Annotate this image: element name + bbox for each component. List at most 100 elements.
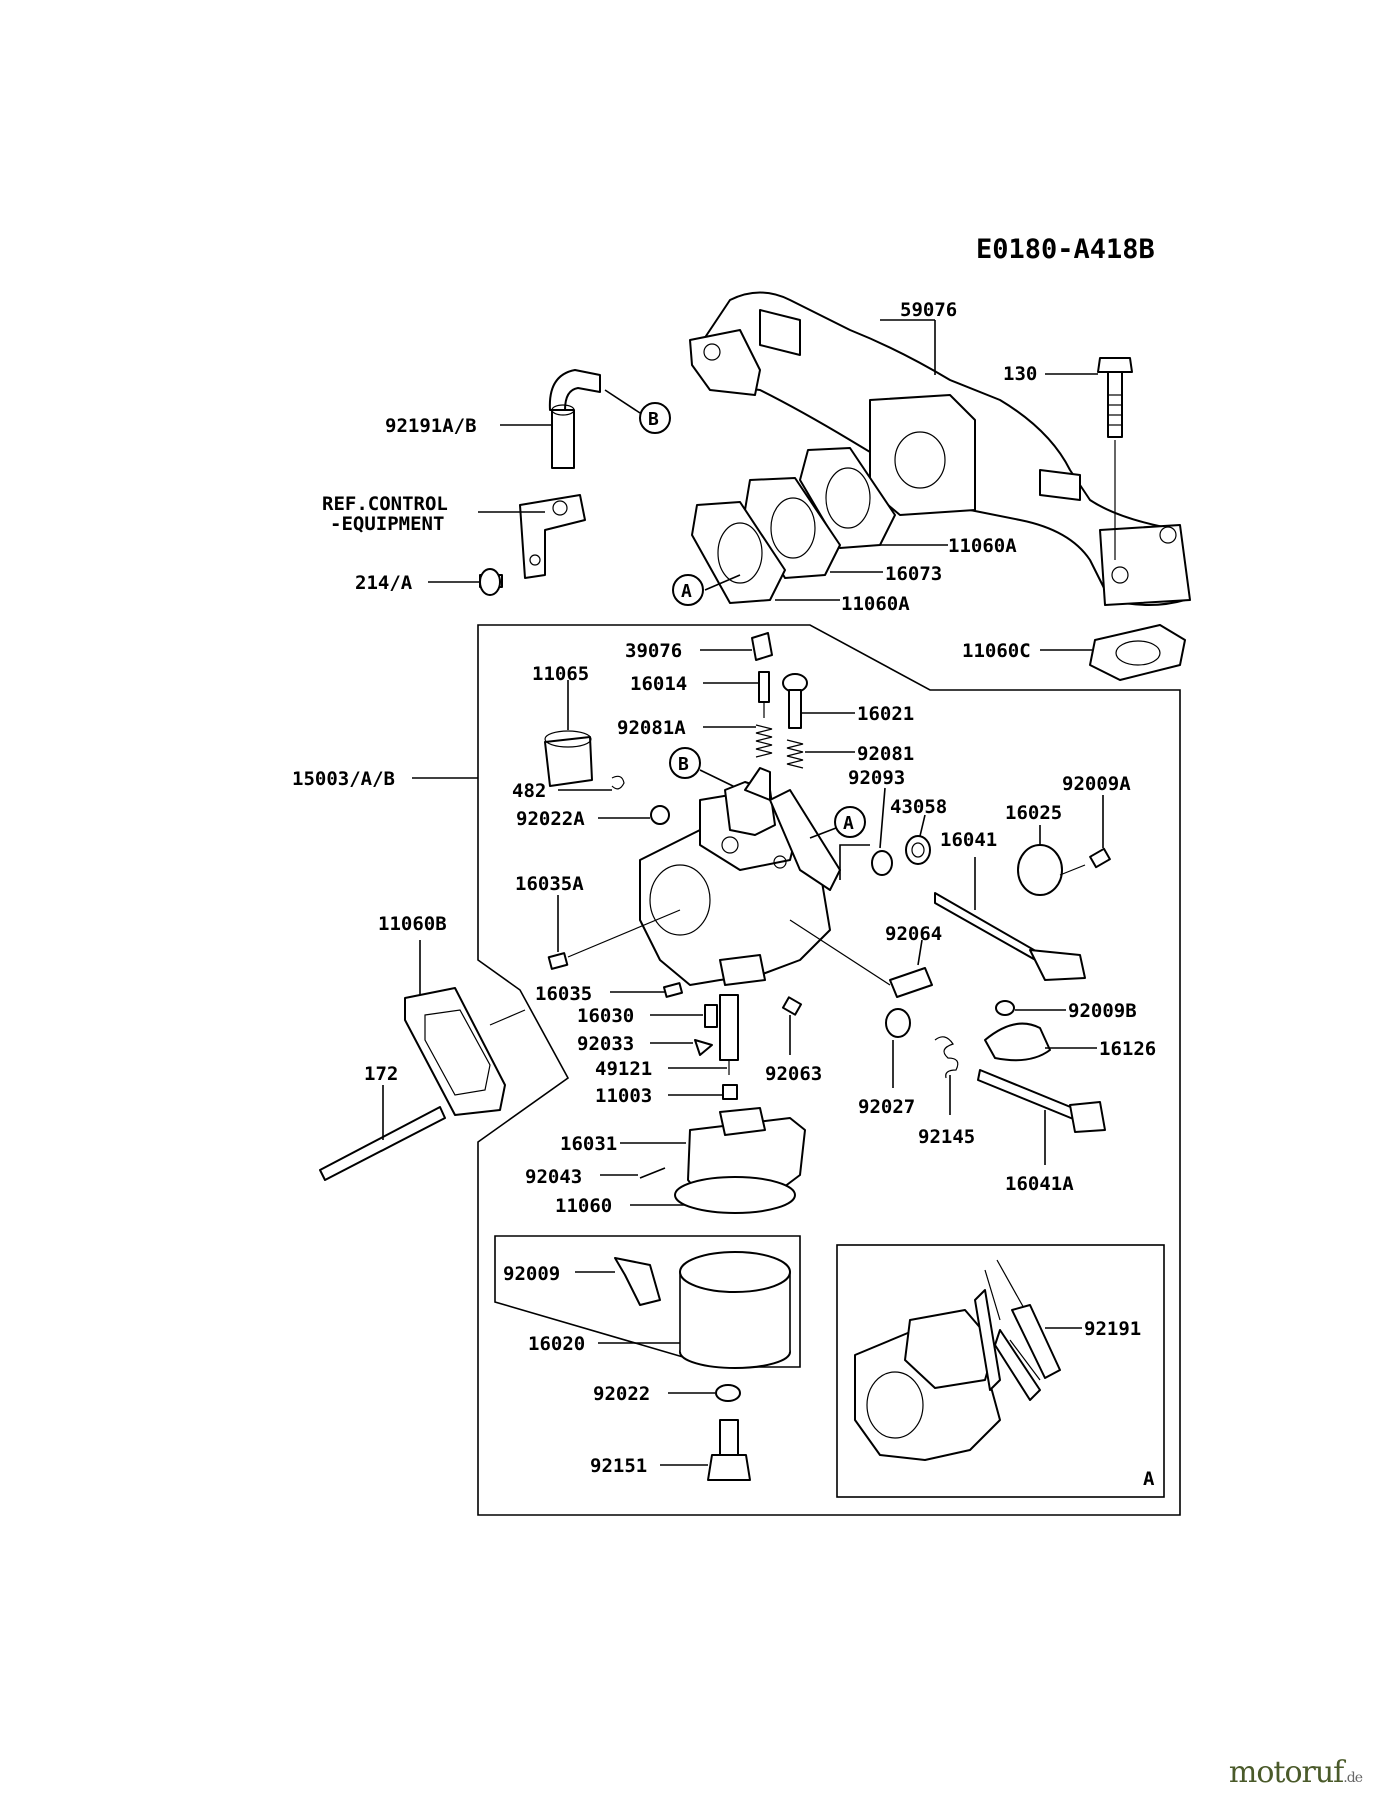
label-16035: 16035 [535,983,592,1005]
label-16031: 16031 [560,1133,617,1155]
shaft-16041a [977,1069,1106,1133]
bolt-92151 [707,1419,751,1481]
leader-a-carb-2 [839,844,870,880]
inset-detail-box [836,1244,1165,1498]
label-ref-control: REF.CONTROL [322,493,448,515]
screw-92063 [781,996,803,1016]
label-92043: 92043 [525,1166,582,1188]
label-49121: 49121 [595,1058,652,1080]
label-16025: 16025 [1005,802,1062,824]
callout-a-top: A [672,574,704,606]
part-11003 [722,1084,738,1100]
gap-mark-11060b [489,1009,526,1026]
label-16041: 16041 [940,829,997,851]
jet-16035a [547,952,569,970]
shaft-16041 [934,892,1086,981]
label-59076: 59076 [900,299,957,321]
label-11065: 11065 [532,663,589,685]
fuel-pipe-92191a [548,369,601,469]
part-43058 [905,835,931,865]
label-16021: 16021 [857,703,914,725]
gasket-11060 [674,1176,796,1214]
part-92027 [885,1008,911,1038]
svg-text:B: B [648,409,659,430]
label-11060A-2: 11060A [841,593,910,615]
part-16021 [782,673,808,729]
part-11065 [544,730,593,787]
label-130: 130 [1003,363,1037,385]
clip-482 [611,775,625,790]
gasket-11060c [1089,624,1186,681]
label-92064: 92064 [885,923,942,945]
spring-92081a [755,724,773,758]
diagram-code: E0180-A418B [976,234,1155,265]
washer-92022 [715,1384,741,1402]
label-92145: 92145 [918,1126,975,1148]
label-16041a: 16041A [1005,1173,1074,1195]
spring-92081 [786,739,804,769]
label-92081a: 92081A [617,717,686,739]
label-ref-equipment: -EQUIPMENT [330,513,444,535]
site-watermark: motoruf.de [1228,1755,1363,1790]
part-92033 [694,1039,713,1056]
bracket [519,494,586,579]
label-92093: 92093 [848,767,905,789]
part-16030 [704,1004,718,1028]
label-92191ab: 92191A/B [385,415,477,437]
label-16020: 16020 [528,1333,585,1355]
label-11060C: 11060C [962,640,1031,662]
plate-16126 [984,1022,1051,1062]
leader-b-lower [699,769,736,788]
label-43058: 43058 [890,796,947,818]
guide-92009a [1059,864,1086,876]
label-11003: 11003 [595,1085,652,1107]
screw-214a [479,568,503,596]
bolt-130 [1097,357,1133,560]
guide-16035a [567,909,681,958]
svg-text:A: A [843,813,854,834]
washer-92022a [650,805,670,825]
pin-92043 [639,1167,666,1179]
label-15003ab: 15003/A/B [292,768,395,790]
inset-carburetor [854,1259,1041,1461]
guide-92064 [789,919,891,986]
intake-gaskets [691,447,896,604]
callout-b-top: B [639,402,671,434]
label-92151: 92151 [590,1455,647,1477]
spring-92145 [934,1036,959,1079]
screw-92009b [995,1000,1015,1016]
label-92022: 92022 [593,1383,650,1405]
label-11060b: 11060B [378,913,447,935]
gasket-11060b [404,987,506,1116]
label-92022a: 92022A [516,808,585,830]
label-11060: 11060 [555,1195,612,1217]
label-16035a: 16035A [515,873,584,895]
label-172: 172 [364,1063,398,1085]
label-39076: 39076 [625,640,682,662]
leader-a-carb [809,827,837,839]
leader-43058 [919,814,926,837]
label-92063: 92063 [765,1063,822,1085]
leader-92064 [917,939,923,966]
part-39076 [751,632,773,661]
oring-92093 [871,850,893,876]
inset-letter: A [1143,1468,1155,1490]
screw-92009a [1089,847,1111,869]
part-16014 [758,671,770,718]
label-92009b: 92009B [1068,1000,1137,1022]
carburetor-body [639,767,841,986]
leader-92093 [879,787,886,849]
label-92033: 92033 [577,1033,634,1055]
label-92009: 92009 [503,1263,560,1285]
screw-92064 [889,967,933,998]
label-16030: 16030 [577,1005,634,1027]
label-214a: 214/A [355,572,413,594]
label-16014: 16014 [630,673,687,695]
callout-b-lower: B [669,747,701,779]
leader-b-top [604,389,641,414]
callout-a-carb: A [834,806,866,838]
assembly-frame [477,624,1181,1516]
nozzle-49121 [719,994,739,1075]
svg-text:B: B [678,754,689,775]
